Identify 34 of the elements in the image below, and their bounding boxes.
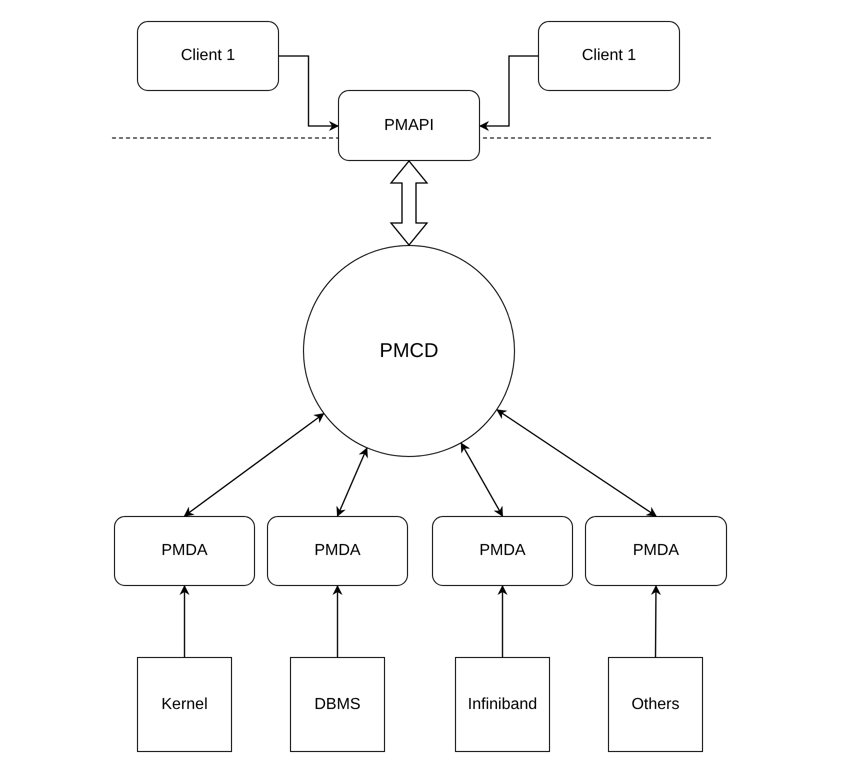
process-box (585, 516, 727, 586)
node-label: DBMS (314, 696, 361, 714)
arrow (184, 413, 324, 517)
arrow (336, 447, 368, 517)
double-arrow (390, 160, 428, 246)
process-box (114, 516, 255, 586)
node-label: Client 1 (582, 47, 636, 65)
arrow (650, 585, 661, 657)
source-box (290, 657, 385, 752)
node-label: Infiniband (468, 696, 538, 714)
process-box (338, 90, 480, 161)
process-box (432, 516, 573, 586)
node-label: PMDA (479, 542, 526, 560)
arrow (180, 585, 190, 657)
node-label: PMDA (314, 542, 361, 560)
arrow (479, 55, 538, 131)
arrow (460, 442, 504, 517)
arrow (496, 409, 657, 517)
arrow (279, 55, 339, 131)
arrow (498, 585, 508, 657)
process-box (137, 21, 279, 91)
node-label: PMAPI (384, 116, 434, 134)
node-label: PMDA (632, 542, 680, 560)
process-box (267, 516, 408, 586)
node-label: PMDA (161, 542, 208, 560)
source-box (455, 657, 550, 752)
node-label: Others (631, 696, 680, 714)
node-label: Kernel (161, 696, 208, 714)
node-label: PMCD (380, 340, 438, 362)
node-label: Client 1 (180, 47, 236, 65)
source-box (137, 657, 232, 752)
arrow (332, 585, 342, 657)
source-box (608, 657, 703, 752)
process-box (538, 21, 680, 91)
